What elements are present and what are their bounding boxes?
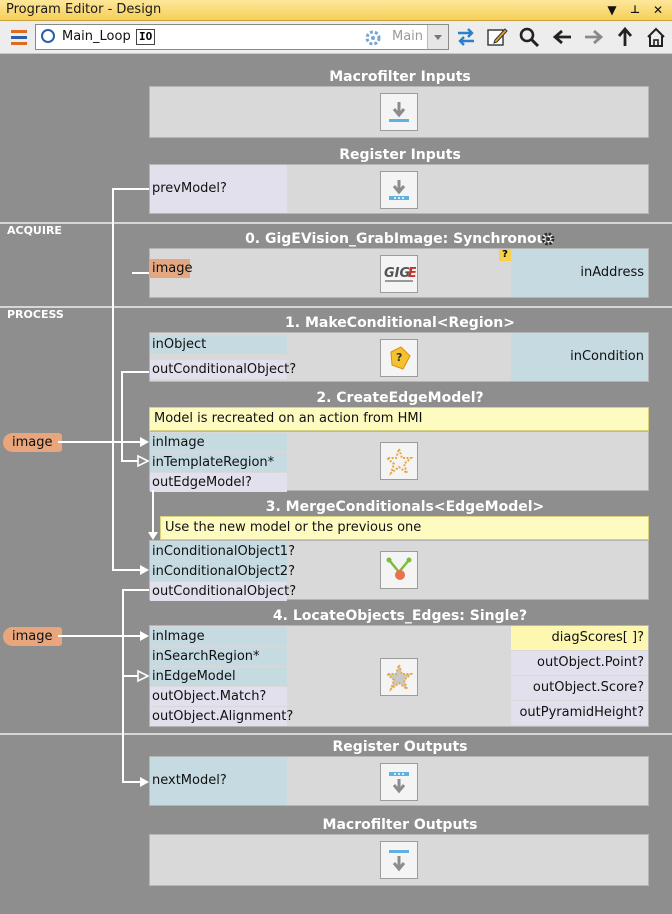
external-input-image-2[interactable]: image — [3, 627, 62, 646]
grab-image-title: 0. GigEVision_GrabImage: Synchronous — [245, 231, 555, 247]
back-icon[interactable] — [548, 24, 576, 50]
macrofilter-outputs-block[interactable] — [149, 834, 649, 886]
worker-gear-icon — [365, 30, 381, 46]
window-title: Program Editor - Design — [6, 2, 162, 17]
gige-logo-icon: GIGE — [380, 255, 418, 293]
external-input-image-1[interactable]: image — [3, 433, 62, 452]
locate-out-match[interactable]: outObject.Match? — [150, 687, 287, 706]
locate-out-alignment[interactable]: outObject.Alignment? — [150, 707, 294, 726]
loop-icon — [41, 29, 55, 43]
make-conditional-block[interactable]: inObject outConditionalObject? ? inCondi… — [149, 332, 649, 382]
locate-objects-title: 4. LocateObjects_Edges: Single? — [272, 608, 528, 624]
locate-in-search-region[interactable]: inSearchRegion* — [150, 647, 287, 666]
make-cond-in-object[interactable]: inObject — [150, 335, 287, 354]
locate-out-point[interactable]: outObject.Point? — [511, 651, 648, 675]
chevron-down-icon[interactable] — [427, 25, 448, 49]
register-inputs-title: Register Inputs — [339, 147, 461, 163]
locate-edges-star-icon — [380, 658, 418, 696]
make-cond-in-condition[interactable]: inCondition — [511, 333, 648, 381]
register-outputs-block[interactable]: nextModel? — [149, 756, 649, 806]
program-name: Main_Loop — [62, 29, 131, 44]
locate-in-image[interactable]: inImage — [150, 627, 287, 646]
input-download-icon — [380, 93, 418, 131]
up-icon[interactable] — [611, 24, 639, 50]
merge-out-conditional[interactable]: outConditionalObject? — [150, 582, 297, 601]
program-canvas[interactable]: Macrofilter Inputs Register Inputs prevM… — [0, 54, 672, 914]
forward-icon[interactable] — [580, 24, 608, 50]
register-inputs-block[interactable]: prevModel? — [149, 164, 649, 214]
merge-in-conditional-1[interactable]: inConditionalObject1? — [150, 542, 295, 561]
grab-output-image[interactable]: image — [150, 259, 193, 278]
edit-icon[interactable] — [483, 24, 511, 50]
locate-objects-block[interactable]: inImage inSearchRegion* inEdgeModel outO… — [149, 625, 649, 727]
section-divider — [0, 306, 672, 308]
register-input-prevmodel[interactable]: prevModel? — [150, 165, 287, 213]
create-edge-model-title: 2. CreateEdgeModel? — [316, 390, 484, 406]
locate-out-score[interactable]: outObject.Score? — [511, 676, 648, 700]
settings-gear-icon[interactable] — [540, 231, 556, 247]
locate-out-pyramid-height[interactable]: outPyramidHeight? — [511, 701, 648, 725]
macrofilter-outputs-title: Macrofilter Outputs — [322, 817, 478, 833]
io-badge: IO — [136, 29, 156, 45]
create-edge-out-model[interactable]: outEdgeModel? — [150, 473, 287, 492]
make-conditional-title: 1. MakeConditional<Region> — [285, 315, 515, 331]
section-acquire-label: ACQUIRE — [7, 224, 62, 237]
create-edge-comment: Model is recreated on an action from HMI — [149, 407, 649, 431]
home-icon[interactable] — [642, 24, 670, 50]
edge-model-star-icon — [380, 442, 418, 480]
warning-question-badge: ? — [499, 249, 511, 261]
section-process-label: PROCESS — [7, 308, 64, 321]
output-download-icon — [380, 841, 418, 879]
locate-out-diag-scores[interactable]: diagScores[ ]? — [511, 626, 648, 650]
worker-name: Main — [392, 29, 424, 44]
toolbar: Main_Loop IO Main — [0, 21, 672, 54]
make-cond-out-conditional[interactable]: outConditionalObject? — [150, 360, 297, 379]
merge-icon — [380, 551, 418, 589]
grab-image-block[interactable]: image GIGE ? inAddress — [149, 248, 649, 298]
macrofilter-inputs-block[interactable] — [149, 86, 649, 138]
merge-comment: Use the new model or the previous one — [160, 516, 649, 540]
svg-text:GIG: GIG — [384, 266, 411, 281]
merge-conditionals-title: 3. MergeConditionals<EdgeModel> — [265, 499, 545, 515]
merge-in-conditional-2[interactable]: inConditionalObject2? — [150, 562, 295, 581]
merge-conditionals-block[interactable]: inConditionalObject1? inConditionalObjec… — [149, 540, 649, 601]
register-outputs-title: Register Outputs — [332, 739, 468, 755]
pin-window-icon[interactable]: ⊥ — [629, 3, 641, 16]
menu-icon[interactable] — [5, 24, 33, 50]
register-input-icon — [380, 171, 418, 209]
locate-in-edge-model[interactable]: inEdgeModel — [150, 667, 287, 686]
conditional-region-icon: ? — [380, 339, 418, 377]
section-divider — [0, 733, 672, 735]
register-output-icon — [380, 763, 418, 801]
program-selector[interactable]: Main_Loop IO Main — [35, 24, 449, 50]
window-titlebar: Program Editor - Design ▼ ⊥ ✕ — [0, 0, 672, 21]
register-output-nextmodel[interactable]: nextModel? — [150, 757, 287, 805]
section-divider — [0, 222, 672, 224]
search-icon[interactable] — [515, 24, 543, 50]
svg-text:?: ? — [396, 351, 402, 364]
macrofilter-inputs-title: Macrofilter Inputs — [329, 69, 471, 85]
create-edge-in-image[interactable]: inImage — [150, 433, 287, 452]
dropdown-menu-icon[interactable]: ▼ — [607, 3, 617, 17]
close-icon[interactable]: ✕ — [652, 3, 664, 17]
connection-wires — [58, 188, 158, 787]
create-edge-model-block[interactable]: inImage inTemplateRegion* outEdgeModel? — [149, 431, 649, 492]
create-edge-in-template-region[interactable]: inTemplateRegion* — [150, 453, 287, 472]
sync-icon[interactable] — [452, 24, 480, 50]
svg-text:E: E — [408, 266, 416, 281]
grab-input-inaddress[interactable]: inAddress — [511, 249, 648, 297]
